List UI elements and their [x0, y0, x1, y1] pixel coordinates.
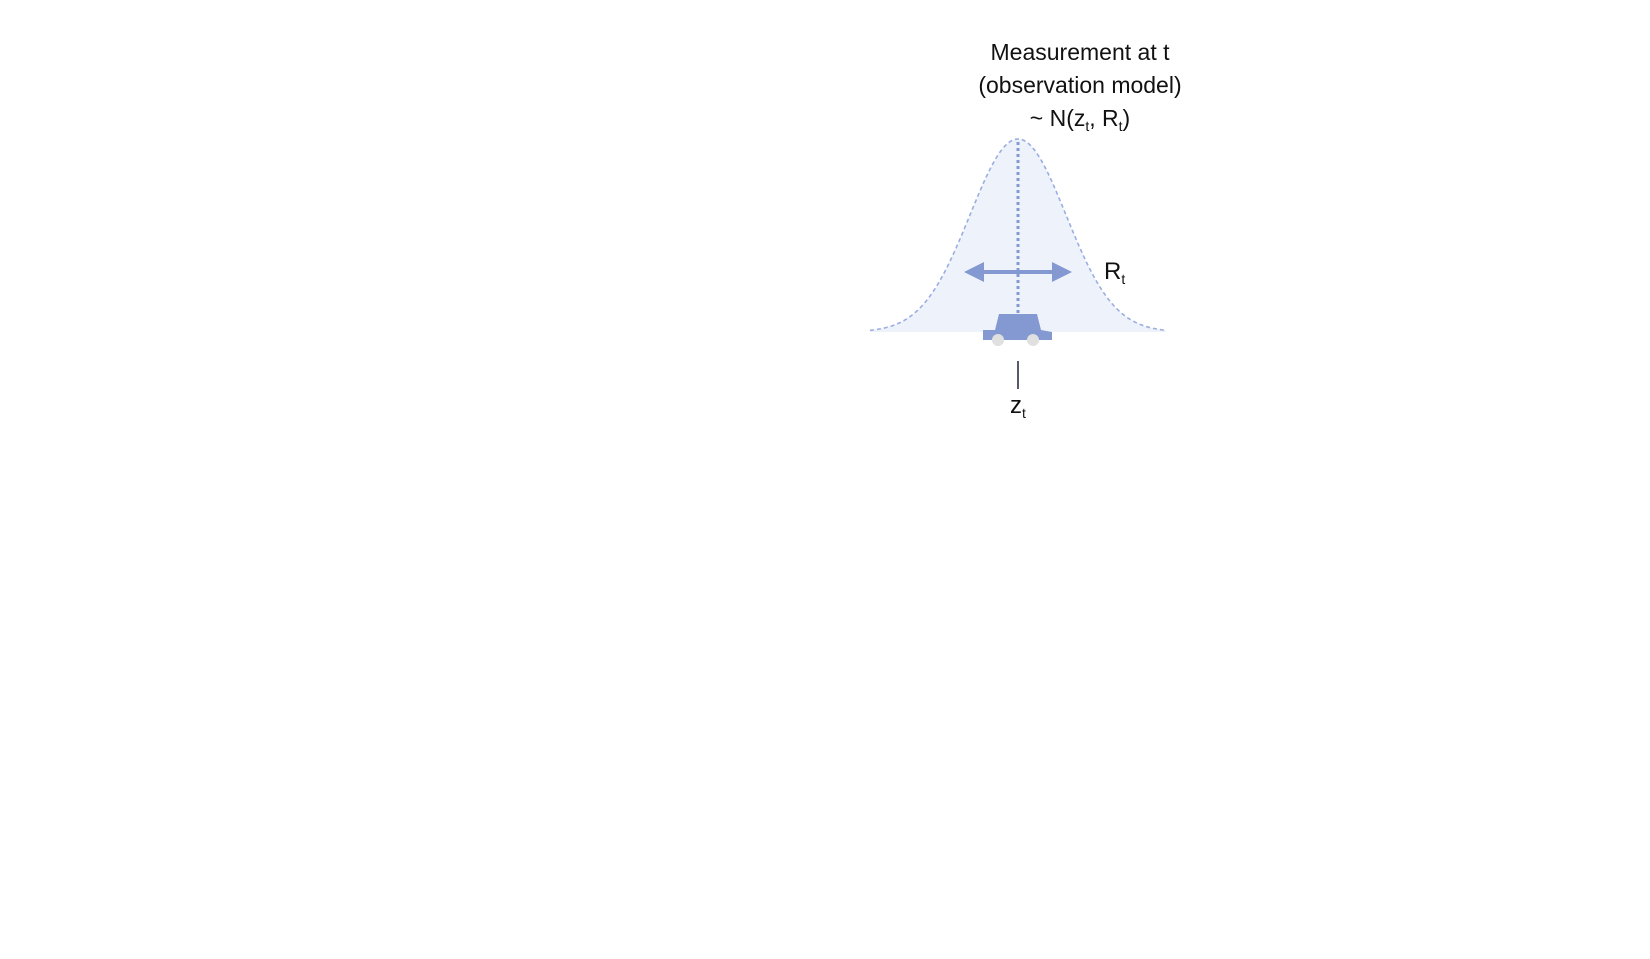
- formula-sub-z: t: [1085, 118, 1090, 134]
- gaussian-curve: [869, 138, 1167, 332]
- mean-label: zt: [1010, 392, 1026, 420]
- formula-prefix: ~ N(z: [1029, 105, 1086, 131]
- gaussian-fill: [870, 139, 1166, 332]
- double-arrow-icon: [964, 262, 1072, 282]
- formula-sub-r: t: [1118, 118, 1123, 134]
- variance-label: Rt: [1104, 258, 1125, 286]
- measurement-title: Measurement at t (observation model) ~ N…: [960, 36, 1200, 135]
- car-icon: [983, 314, 1052, 346]
- title-line-1: Measurement at t: [990, 39, 1170, 65]
- formula-mid: , R: [1089, 105, 1119, 131]
- variance-label-sub: t: [1121, 271, 1126, 287]
- distribution-formula: ~ N(zt, Rt): [960, 102, 1200, 135]
- mean-label-sub: t: [1022, 405, 1026, 421]
- formula-suffix: ): [1122, 105, 1131, 131]
- mean-label-main: z: [1010, 392, 1022, 419]
- variance-label-main: R: [1104, 258, 1122, 285]
- title-line-2: (observation model): [978, 72, 1182, 98]
